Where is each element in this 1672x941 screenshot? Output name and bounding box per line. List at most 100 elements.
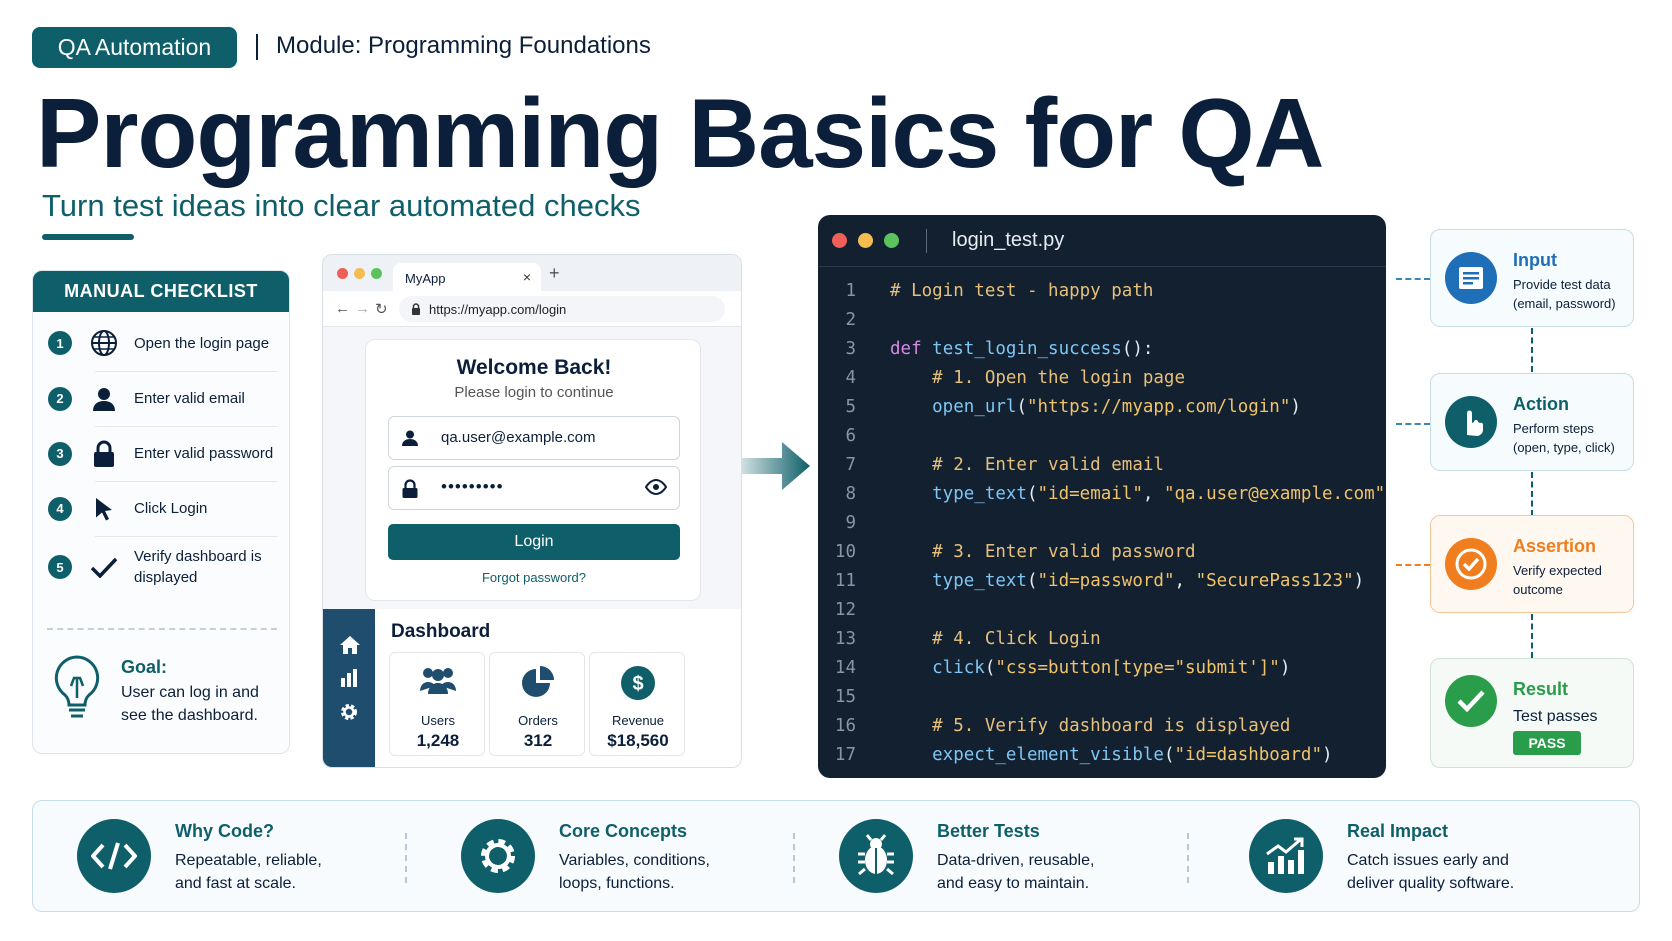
line-number: 11 — [834, 571, 856, 591]
code-token: ) — [1353, 571, 1365, 591]
connector — [1396, 278, 1430, 280]
code-token: ) — [1322, 745, 1333, 765]
maximize-window-dot[interactable] — [371, 268, 382, 279]
stat-label: Users — [421, 713, 455, 728]
flow-title: Assertion — [1513, 536, 1597, 556]
benefit-desc: Data-driven, reusable, and easy to maint… — [937, 852, 1095, 893]
dashboard-sidebar — [323, 609, 375, 767]
cursor-icon — [86, 496, 122, 522]
flow-step-action: Action Perform steps (open, type, click) — [1430, 373, 1634, 471]
code-token: (): — [1121, 339, 1154, 359]
code-token: # 5. Verify dashboard is displayed — [890, 716, 1291, 736]
divider — [95, 536, 277, 537]
home-icon[interactable] — [339, 635, 361, 660]
code-token: open_url — [890, 397, 1017, 417]
forward-arrow-icon[interactable]: → — [355, 300, 370, 317]
email-value: qa.user@example.com — [441, 429, 596, 446]
code-line: 17 expect_element_visible("id=dashboard"… — [818, 745, 1386, 774]
browser-tab-title: MyApp — [405, 271, 446, 286]
code-text: # 3. Enter valid password — [890, 542, 1195, 562]
line-number: 15 — [834, 687, 856, 707]
gear-icon — [461, 819, 535, 893]
code-line: 13 # 4. Click Login — [818, 629, 1386, 658]
code-line: 10 # 3. Enter valid password — [818, 542, 1386, 571]
close-window-dot[interactable] — [832, 233, 847, 248]
dashboard-title: Dashboard — [391, 621, 491, 642]
email-field[interactable]: qa.user@example.com — [388, 416, 680, 460]
code-line: 6 — [818, 426, 1386, 455]
benefit-title: Better Tests — [937, 821, 1040, 841]
goal-title: Goal: — [121, 657, 168, 677]
growth-chart-icon — [1249, 819, 1323, 893]
benefit-desc: Repeatable, reliable, and fast at scale. — [175, 852, 322, 893]
new-tab-button[interactable]: + — [549, 263, 560, 283]
page-subtitle: Turn test ideas into clear automated che… — [42, 188, 641, 223]
step-number: 1 — [48, 331, 72, 355]
url-text: https://myapp.com/login — [429, 302, 567, 317]
code-line: 8 type_text("id=email", "qa.user@example… — [818, 484, 1386, 513]
checklist-item: 1 Open the login page — [33, 315, 289, 371]
arrow-right-icon — [742, 440, 812, 497]
benefit-title: Core Concepts — [559, 821, 688, 841]
minimize-window-dot[interactable] — [354, 268, 365, 279]
header-divider — [256, 34, 258, 60]
code-text: # 5. Verify dashboard is displayed — [890, 716, 1290, 736]
checklist-item: 4 Click Login — [33, 481, 289, 536]
login-subheading: Please login to continue — [454, 384, 614, 401]
forgot-password-link[interactable]: Forgot password? — [481, 570, 587, 585]
manual-checklist: MANUAL CHECKLIST 1 Open the login page 2… — [32, 270, 290, 754]
login-button[interactable]: Login — [388, 524, 680, 560]
close-window-dot[interactable] — [337, 268, 348, 279]
step-number: 2 — [48, 386, 72, 411]
code-token: # 4. Click Login — [890, 629, 1101, 649]
password-value: ••••••••• — [441, 477, 504, 496]
code-text: click("css=button[type="submit']") — [890, 658, 1290, 678]
gear-icon[interactable] — [339, 702, 359, 727]
globe-icon — [86, 329, 122, 357]
bar-chart-icon[interactable] — [339, 669, 359, 692]
code-editor: login_test.py 1# Login test - happy path… — [818, 215, 1386, 778]
goal-text: User can log in and see the dashboard. — [121, 684, 259, 725]
page-title: Programming Basics for QA — [36, 78, 1324, 188]
line-number: 13 — [834, 629, 856, 649]
editor-titlebar: login_test.py — [818, 215, 1386, 267]
divider — [95, 371, 277, 372]
browser-navbar: ← → ↻ https://myapp.com/login — [323, 291, 741, 327]
code-line: 5 open_url("https://myapp.com/login") — [818, 397, 1386, 426]
eye-icon[interactable] — [644, 478, 668, 500]
list-icon — [1445, 252, 1497, 304]
stat-value: $18,560 — [607, 731, 669, 750]
code-line: 9 — [818, 513, 1386, 542]
minimize-window-dot[interactable] — [858, 233, 873, 248]
lock-icon — [401, 479, 419, 504]
line-number: 7 — [845, 455, 856, 475]
login-card: Welcome Back! Please login to continue q… — [365, 339, 701, 601]
code-token: "id=dashboard" — [1174, 745, 1322, 765]
code-line: 7 # 2. Enter valid email — [818, 455, 1386, 484]
browser-tab[interactable]: MyApp × — [393, 263, 541, 291]
close-tab-icon[interactable]: × — [522, 269, 531, 285]
checklist-item: 2 Enter valid email — [33, 371, 289, 426]
address-bar[interactable]: https://myapp.com/login — [399, 296, 725, 322]
line-number: 10 — [834, 542, 856, 562]
flow-desc: Provide test data (email, password) — [1513, 277, 1616, 311]
back-arrow-icon[interactable]: ← — [335, 300, 350, 317]
code-token: "qa.user@example.com" — [1163, 484, 1386, 504]
code-token: "SecurePass123" — [1195, 571, 1354, 591]
code-token: , — [1142, 484, 1164, 504]
benefits-strip: Why Code? Repeatable, reliable, and fast… — [32, 800, 1640, 912]
divider — [1187, 833, 1189, 883]
user-icon — [401, 429, 419, 452]
flow-desc: Perform steps (open, type, click) — [1513, 421, 1615, 455]
code-text: type_text("id=email", "qa.user@example.c… — [890, 484, 1386, 504]
divider — [405, 833, 407, 883]
code-line: 2 — [818, 310, 1386, 339]
line-number: 14 — [834, 658, 856, 678]
code-token: ( — [1016, 397, 1027, 417]
maximize-window-dot[interactable] — [884, 233, 899, 248]
password-field[interactable]: ••••••••• — [388, 466, 680, 510]
code-token: ) — [1385, 484, 1386, 504]
reload-icon[interactable]: ↻ — [375, 301, 388, 318]
dashboard-panel: Dashboard Users 1,248 Orders 312 $ Reven… — [323, 609, 741, 767]
code-text: def test_login_success(): — [890, 339, 1153, 359]
